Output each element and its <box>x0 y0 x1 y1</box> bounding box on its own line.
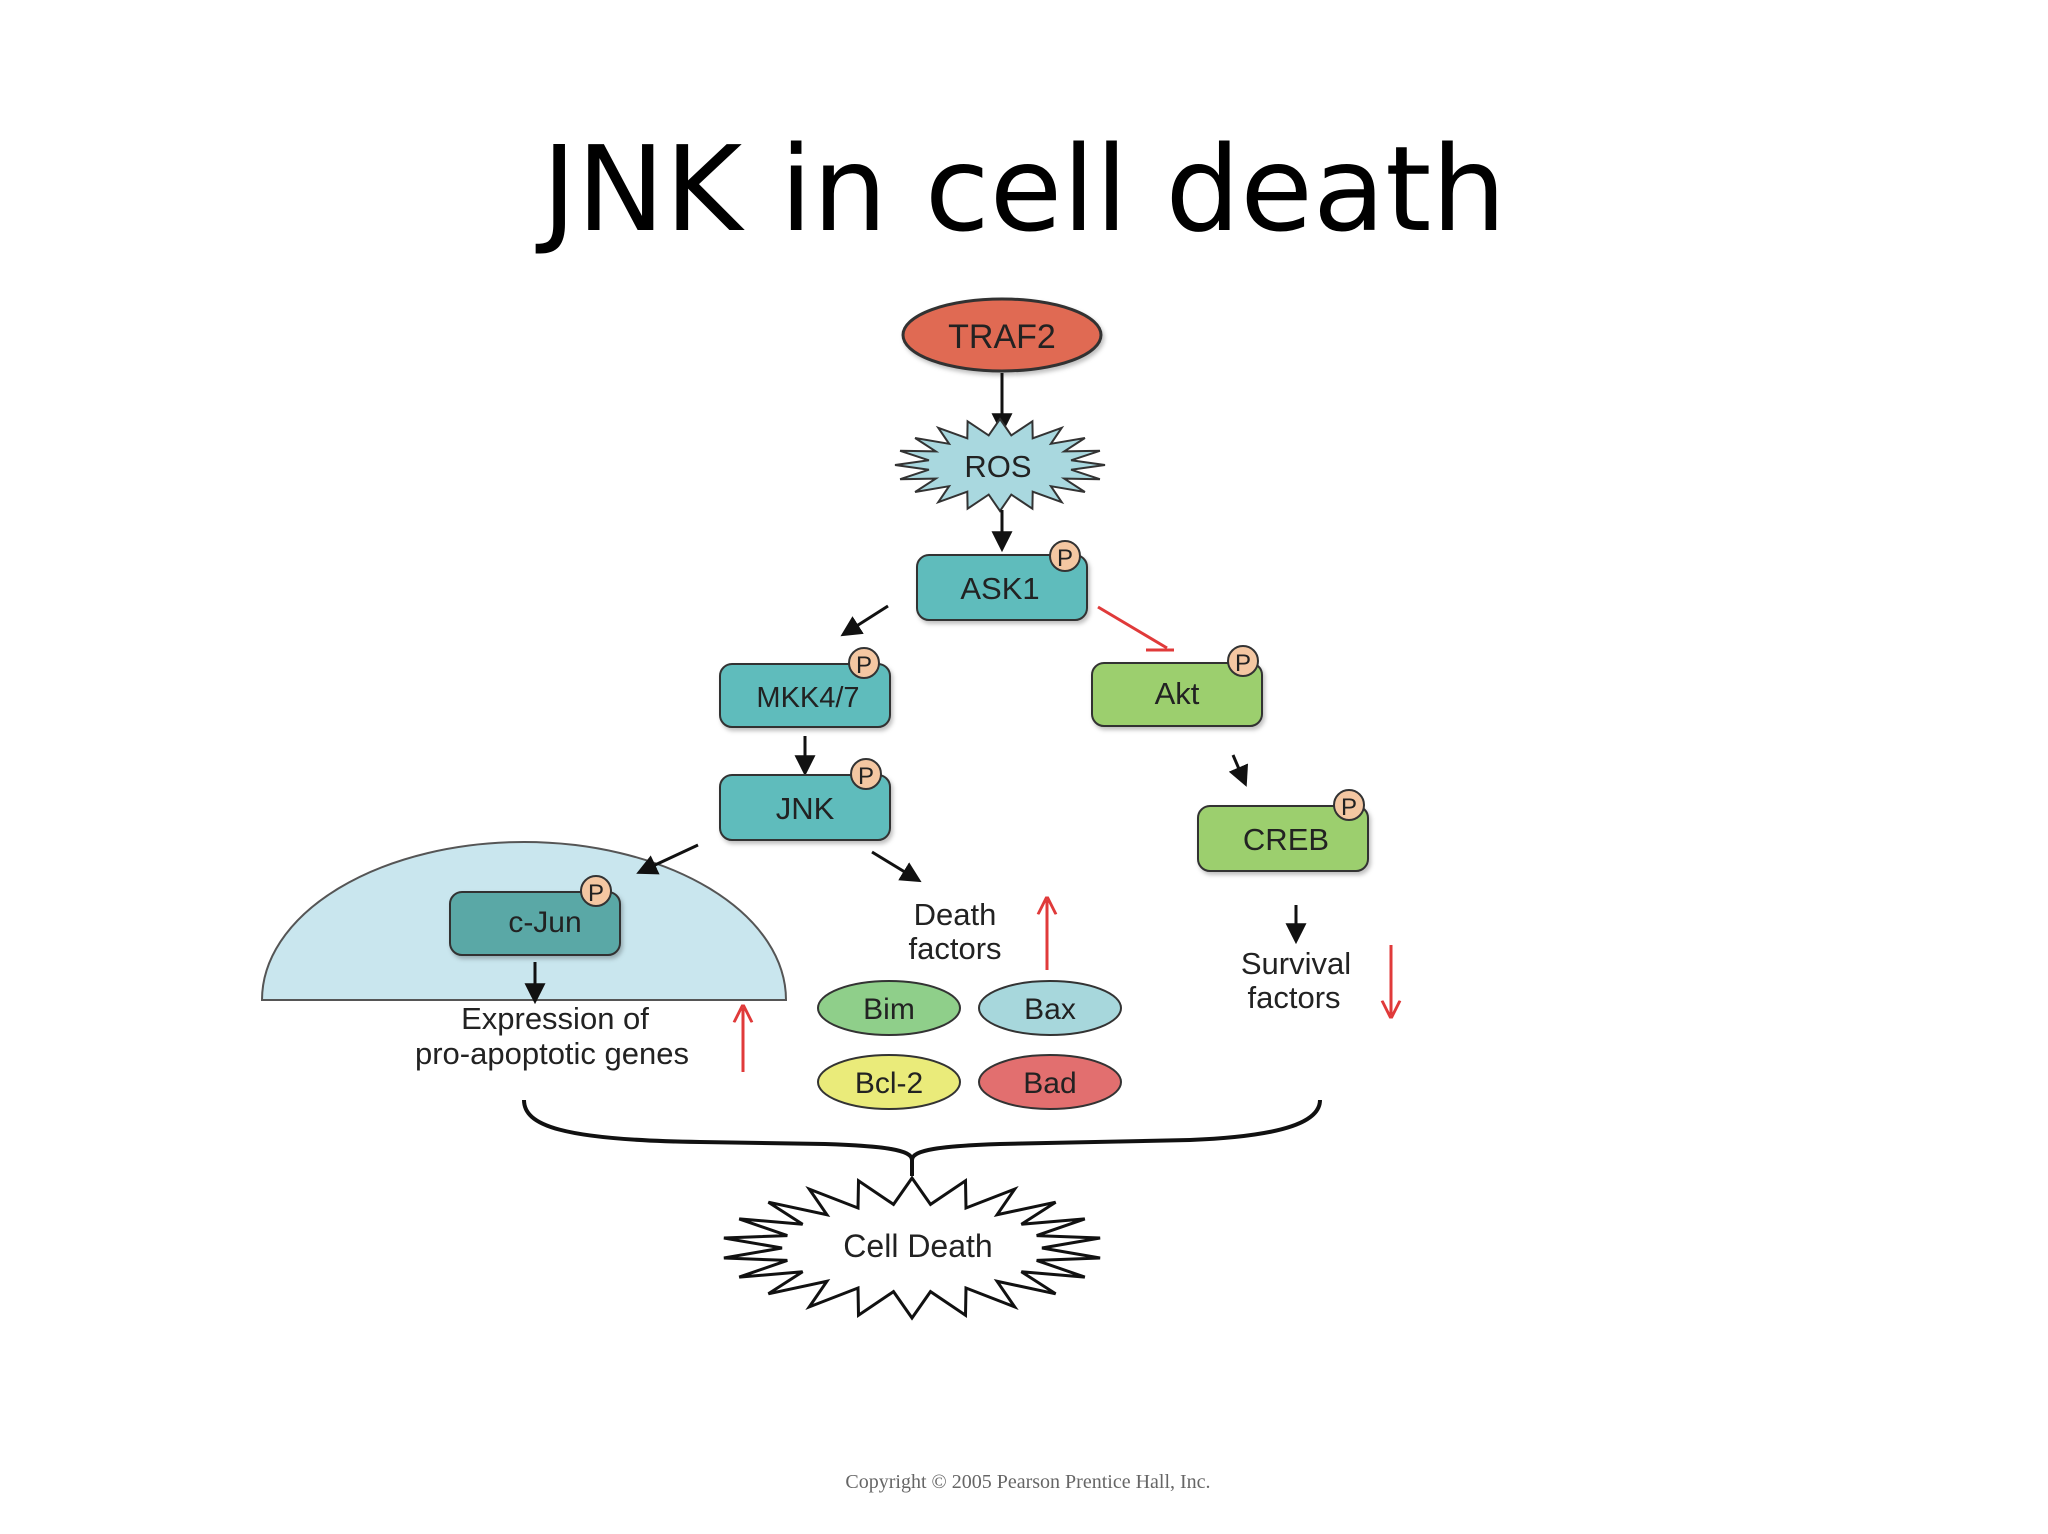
svg-text:Bax: Bax <box>1024 993 1076 1026</box>
traf2-node: TRAF2 <box>901 297 1103 373</box>
phospho-badge: P <box>1227 645 1259 677</box>
svg-text:P: P <box>1341 794 1357 821</box>
svg-text:Bcl-2: Bcl-2 <box>855 1067 923 1100</box>
cell-death-node: Cell Death <box>723 1175 1101 1321</box>
slide-title: JNK in cell death <box>541 120 1507 258</box>
arrow-ask1-mkk47 <box>840 604 889 637</box>
bcl2-node: Bcl-2 <box>817 1054 961 1110</box>
bax-node: Bax <box>978 980 1122 1036</box>
phospho-badge: P <box>848 647 880 679</box>
copyright-notice: Copyright © 2005 Pearson Prentice Hall, … <box>845 1471 1210 1493</box>
survival-factors-label-line2: factors <box>1247 980 1340 1015</box>
svg-text:MKK4/7: MKK4/7 <box>756 682 859 714</box>
arrow-jnk-death-factors <box>871 850 922 883</box>
svg-text:Bad: Bad <box>1023 1067 1076 1100</box>
jnk-node: JNK P <box>719 758 891 841</box>
ask1-node: ASK1 P <box>916 540 1088 621</box>
svg-text:CREB: CREB <box>1243 822 1329 857</box>
svg-text:P: P <box>1057 545 1073 572</box>
convergence-brace <box>522 1099 1322 1161</box>
akt-node: Akt P <box>1091 645 1263 727</box>
bad-node: Bad <box>978 1054 1122 1110</box>
cjun-node: c-Jun P <box>449 875 621 956</box>
svg-text:TRAF2: TRAF2 <box>948 318 1056 356</box>
svg-text:Cell Death: Cell Death <box>843 1228 992 1264</box>
expression-label: Expression of <box>461 1001 649 1036</box>
svg-text:P: P <box>856 652 872 679</box>
svg-text:c-Jun: c-Jun <box>508 906 581 939</box>
svg-text:P: P <box>1235 650 1251 677</box>
svg-text:JNK: JNK <box>776 791 835 826</box>
creb-node: CREB P <box>1197 789 1369 872</box>
arrow-akt-creb <box>1228 754 1249 787</box>
bim-node: Bim <box>817 980 961 1036</box>
ros-node: ROS <box>894 417 1106 513</box>
svg-text:ROS: ROS <box>964 449 1031 484</box>
phospho-badge: P <box>580 875 612 907</box>
phospho-badge: P <box>1333 789 1365 821</box>
death-factors-label: Death <box>914 897 997 932</box>
inhibition-ask1-akt <box>1097 605 1174 652</box>
arrow-jnk-cjun <box>636 843 699 875</box>
expression-label-line2: pro-apoptotic genes <box>415 1036 689 1071</box>
survival-factors-label: Survival <box>1241 946 1351 981</box>
phospho-badge: P <box>1049 540 1081 572</box>
svg-text:P: P <box>588 880 604 907</box>
svg-text:Bim: Bim <box>863 993 915 1026</box>
mkk47-node: MKK4/7 P <box>719 647 891 728</box>
svg-text:ASK1: ASK1 <box>960 571 1039 606</box>
phospho-badge: P <box>850 758 882 790</box>
svg-text:P: P <box>858 763 874 790</box>
svg-text:Akt: Akt <box>1155 676 1200 711</box>
death-factors-label-line2: factors <box>908 931 1001 966</box>
